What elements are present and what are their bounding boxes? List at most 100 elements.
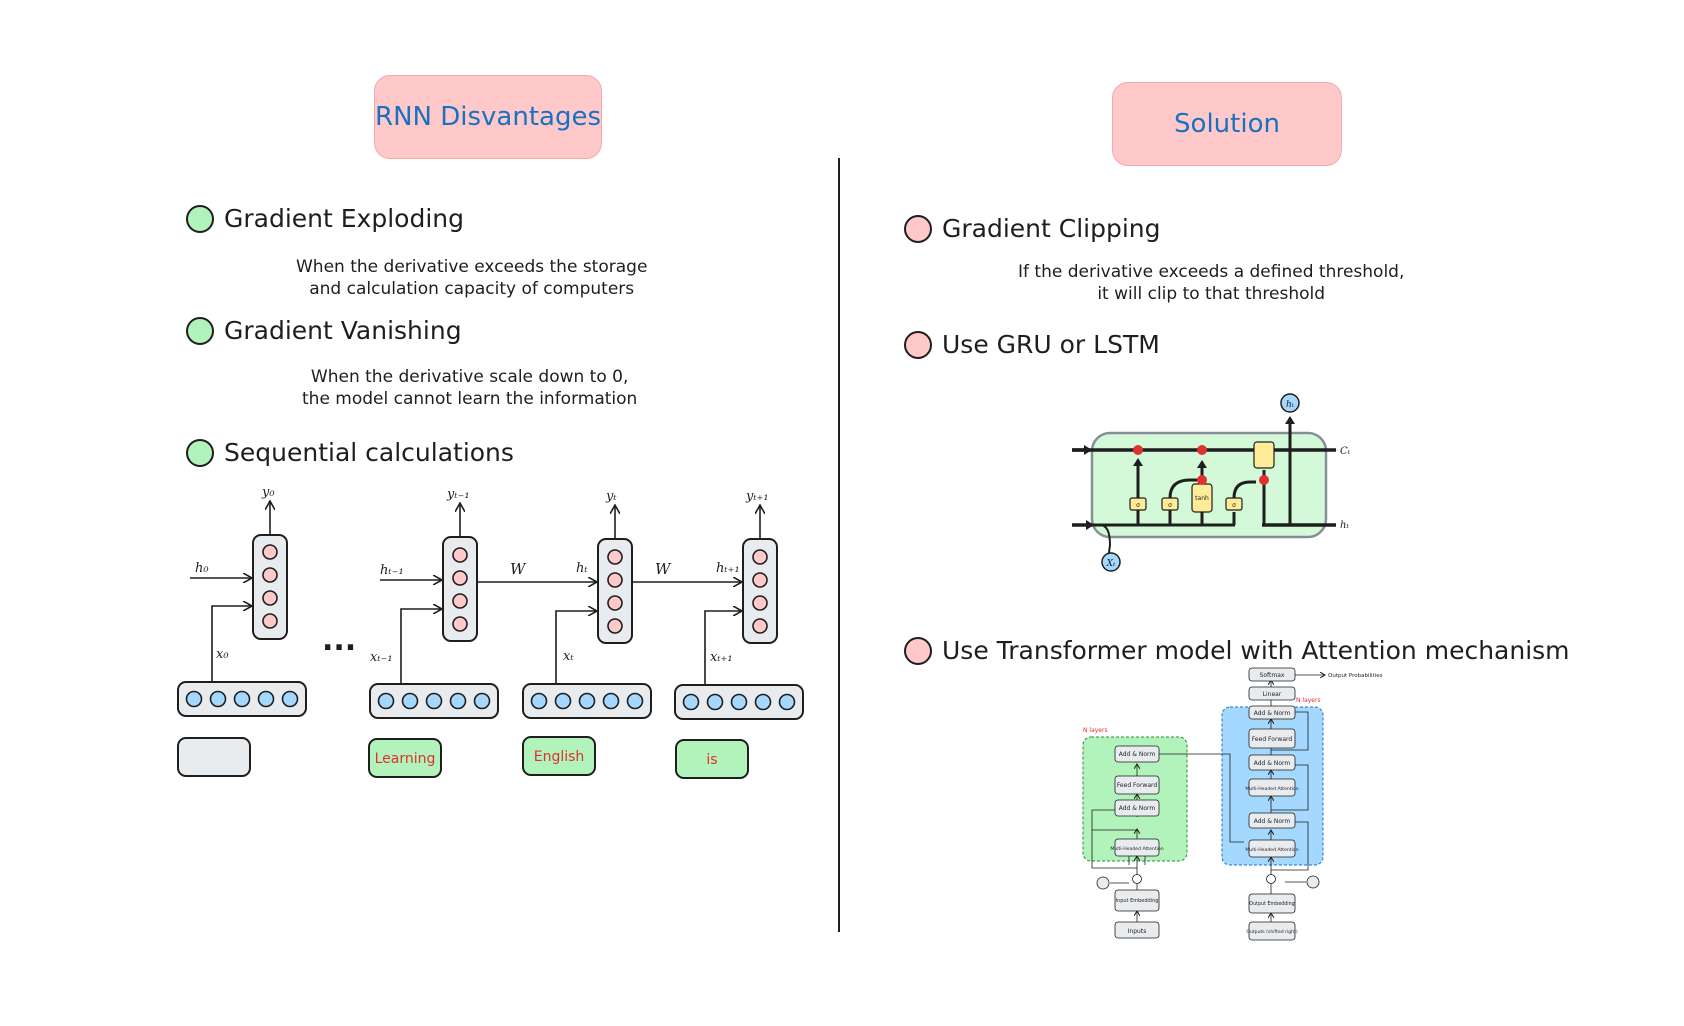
green-dot-icon	[186, 316, 214, 345]
x-label: xₜ	[563, 649, 574, 664]
ellipsis: ...	[322, 623, 356, 658]
multiply-op-icon	[1197, 475, 1207, 485]
input-unit	[706, 693, 724, 711]
outputs-label: Outputs (shifted right)	[1246, 929, 1298, 935]
x-input-arrow	[704, 611, 741, 685]
item-title: Gradient Clipping	[942, 214, 1161, 243]
x-label: xₜ₊₁	[710, 650, 733, 665]
ff-label: Feed Forward	[1117, 782, 1158, 789]
sigma-gate	[1161, 497, 1179, 511]
item-title: Use Transformer model with Attention mec…	[942, 636, 1570, 665]
masked-mha-label: Multi-Headed Attention	[1245, 847, 1298, 853]
input-unit	[778, 693, 796, 711]
outputs-box	[1248, 921, 1296, 941]
desc-line: the model cannot learn the information	[302, 389, 638, 409]
tanh-output	[1253, 441, 1275, 469]
ht-right-label: hₜ	[1340, 520, 1349, 531]
rnn-labels: y₀ h₀ x₀ yₜ₋₁ hₜ₋₁ xₜ₋₁ yₜ hₜ xₜ yₜ₊₁ hₜ…	[195, 485, 769, 768]
decoder-ff-box	[1248, 728, 1296, 749]
input-unit	[473, 692, 491, 710]
hidden-unit	[452, 547, 468, 563]
item-title: Gradient Vanishing	[224, 316, 462, 345]
green-dot-icon	[186, 438, 214, 467]
hidden-unit	[752, 549, 768, 565]
inputs-box	[1114, 921, 1160, 939]
decoder-mha-label: Multi-Headed Attention	[1245, 786, 1298, 792]
word-box	[368, 738, 442, 778]
addnorm-label: Add & Norm	[1119, 751, 1156, 758]
hidden-unit	[752, 595, 768, 611]
input-unit	[754, 693, 772, 711]
input-unit	[425, 692, 443, 710]
positional-encoding-icon	[1306, 875, 1320, 889]
encoder-mha-box	[1114, 838, 1160, 857]
decoder-masked-mha-box	[1248, 839, 1296, 858]
input-unit	[602, 692, 620, 710]
sigma-gate	[1129, 497, 1147, 511]
encoder-nx-label: N layers	[1083, 727, 1108, 734]
transformer-diagram: N layers N layers	[1082, 667, 1383, 941]
tanh-label: tanh	[1195, 495, 1209, 502]
input-unit	[730, 693, 748, 711]
inputs-label: Inputs	[1128, 928, 1147, 935]
left-header-text: RNN Disvantages	[375, 102, 601, 132]
hidden-unit	[607, 618, 623, 634]
hidden-unit	[752, 618, 768, 634]
y-label: yₜ	[605, 489, 617, 504]
hidden-unit	[452, 570, 468, 586]
word-box	[177, 737, 251, 777]
ct-label: Cₜ	[1340, 446, 1351, 457]
input-unit	[682, 693, 700, 711]
positional-encoding-icon	[1096, 876, 1110, 890]
multiply-op-icon	[1259, 475, 1269, 485]
rnn-cell-3	[632, 506, 804, 779]
word-label: is	[706, 752, 717, 768]
linear-box	[1248, 686, 1296, 701]
word-label: Learning	[375, 751, 436, 767]
decoder-addnorm-box	[1248, 754, 1296, 771]
input-embedding-label: Input Embedding	[1116, 898, 1159, 904]
hidden-unit	[452, 616, 468, 632]
addnorm-label: Add & Norm	[1119, 805, 1156, 812]
weight-label: W	[510, 560, 527, 578]
y-label: y₀	[261, 485, 275, 500]
addnorm-label: Add & Norm	[1254, 710, 1291, 717]
item-title: Gradient Exploding	[224, 204, 464, 233]
softmax-label: Softmax	[1260, 672, 1285, 679]
input-unit	[233, 690, 251, 708]
hidden-unit	[607, 572, 623, 588]
y-label: yₜ₊₁	[745, 489, 769, 504]
desc-gradient-clipping: If the derivative exceeds a defined thre…	[1018, 261, 1404, 305]
hidden-unit	[262, 544, 278, 560]
item-gradient-exploding: Gradient Exploding	[186, 204, 464, 233]
item-title: Sequential calculations	[224, 438, 514, 467]
desc-line: If the derivative exceeds a defined thre…	[1018, 262, 1405, 282]
input-unit	[578, 692, 596, 710]
output-embedding-label: Output Embedding	[1249, 901, 1294, 907]
xt-label: Xₜ	[1106, 559, 1116, 569]
encoder-mha-label: Multi-Headed Attention	[1110, 846, 1163, 852]
weight-label: W	[655, 560, 672, 578]
output-embedding-box	[1248, 893, 1296, 914]
x-label: xₜ₋₁	[370, 650, 393, 665]
item-gradient-clipping: Gradient Clipping	[904, 214, 1161, 243]
sigma-label: σ	[1136, 502, 1140, 509]
softmax-box	[1248, 667, 1296, 682]
input-unit	[209, 690, 227, 708]
encoder-addnorm-box	[1114, 745, 1160, 763]
sigma-label: σ	[1232, 502, 1236, 509]
add-op-icon	[1197, 445, 1207, 455]
desc-line: and calculation capacity of computers	[309, 279, 635, 299]
item-title: Use GRU or LSTM	[942, 330, 1160, 359]
multiply-op-icon	[1133, 445, 1143, 455]
sigma-gate	[1225, 497, 1243, 511]
input-unit	[281, 690, 299, 708]
add-op-icon	[1132, 874, 1142, 884]
desc-gradient-vanishing: When the derivative scale down to 0, the…	[302, 366, 637, 410]
column-divider	[838, 158, 840, 932]
right-header: Solution	[1112, 82, 1342, 166]
rnn-diagram	[177, 502, 804, 779]
rnn-cell-2	[477, 506, 652, 776]
pink-dot-icon	[904, 636, 932, 665]
item-sequential: Sequential calculations	[186, 438, 514, 467]
